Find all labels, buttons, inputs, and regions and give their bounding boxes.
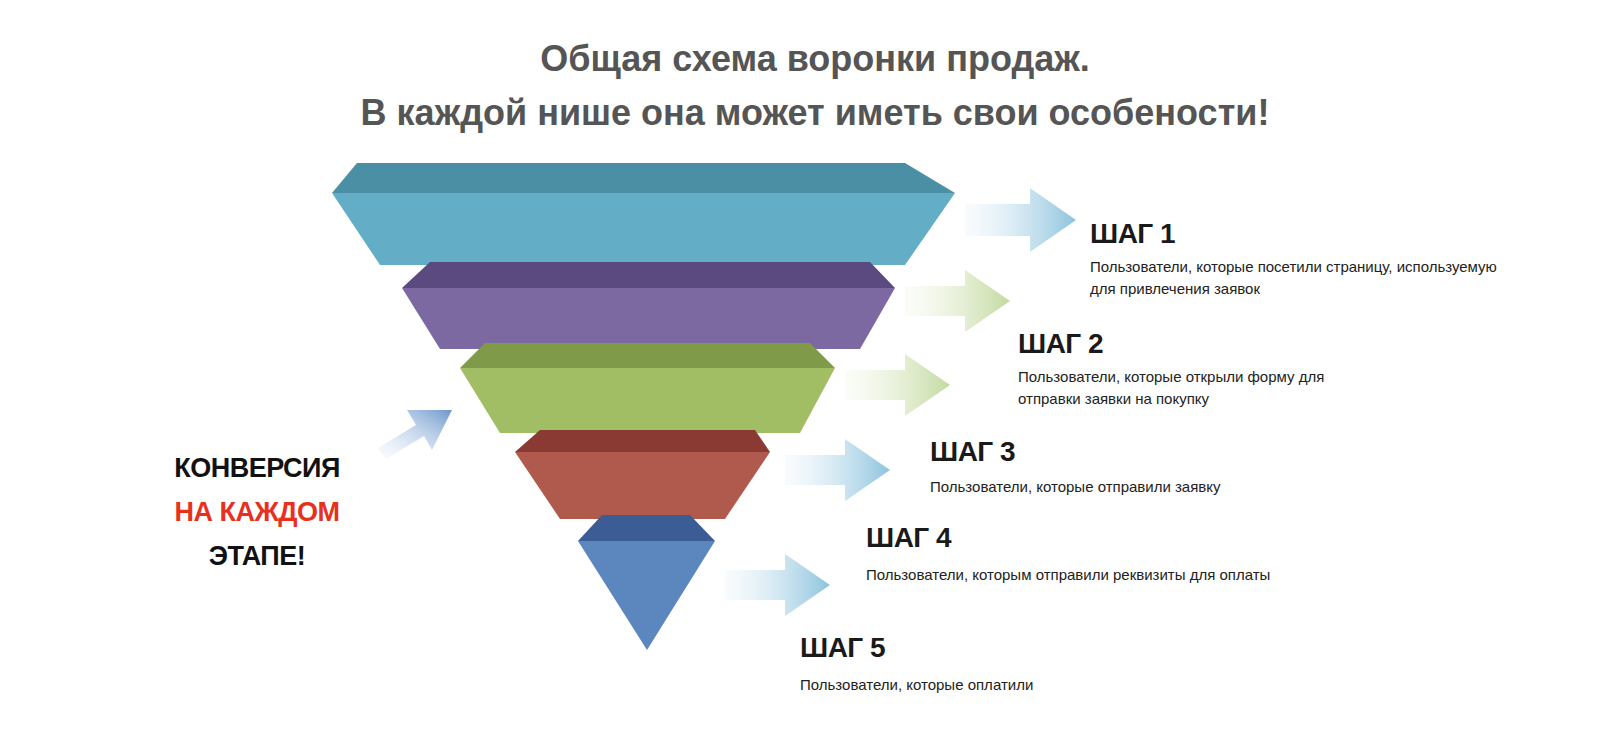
funnel-band: ШАГ 3Пользователи, которые отправили зая… (458, 341, 838, 436)
diagram-title: Общая схема воронки продаж. (0, 38, 1600, 80)
conversion-note: КОНВЕРСИЯ (157, 453, 357, 484)
band-front (578, 541, 715, 650)
band-shape (458, 341, 838, 436)
conversion-note: ЭТАПЕ! (157, 541, 357, 572)
conversion-note: НА КАЖДОМ (157, 497, 357, 528)
band-front (460, 368, 835, 433)
step-heading: ШАГ 3 (930, 436, 1015, 468)
band-top (460, 343, 835, 368)
diagram-subtitle: В каждой нише она может иметь свои особе… (0, 92, 1600, 134)
step-description: Пользователи, которые оплатили (800, 674, 1200, 696)
funnel-band: ШАГ 1Пользователи, которые посетили стра… (330, 160, 960, 268)
band-top (578, 515, 715, 541)
band-shape (400, 260, 900, 352)
step-heading: ШАГ 1 (1090, 218, 1175, 250)
funnel-band: ШАГ 2Пользователи, которые открыли форму… (400, 260, 900, 352)
band-shape (330, 160, 960, 268)
band-front (402, 288, 895, 349)
step-description: Пользователи, которые посетили страницу,… (1090, 256, 1510, 300)
step-heading: ШАГ 4 (866, 522, 951, 554)
band-top (515, 430, 770, 452)
band-front (515, 452, 770, 519)
step-heading: ШАГ 2 (1018, 328, 1103, 360)
band-shape (513, 428, 773, 522)
funnel-band: ШАГ 4Пользователи, которым отправили рек… (513, 428, 773, 522)
band-top (332, 163, 955, 193)
step-heading: ШАГ 5 (800, 632, 885, 664)
step-description: Пользователи, которые отправили заявку (930, 476, 1360, 498)
step-description: Пользователи, которые открыли форму для … (1018, 366, 1368, 410)
band-front (332, 193, 955, 265)
band-top (402, 262, 895, 288)
band-shape (576, 513, 718, 653)
step-description: Пользователи, которым отправили реквизит… (866, 564, 1386, 586)
funnel-band: ШАГ 5Пользователи, которые оплатили (576, 513, 718, 653)
